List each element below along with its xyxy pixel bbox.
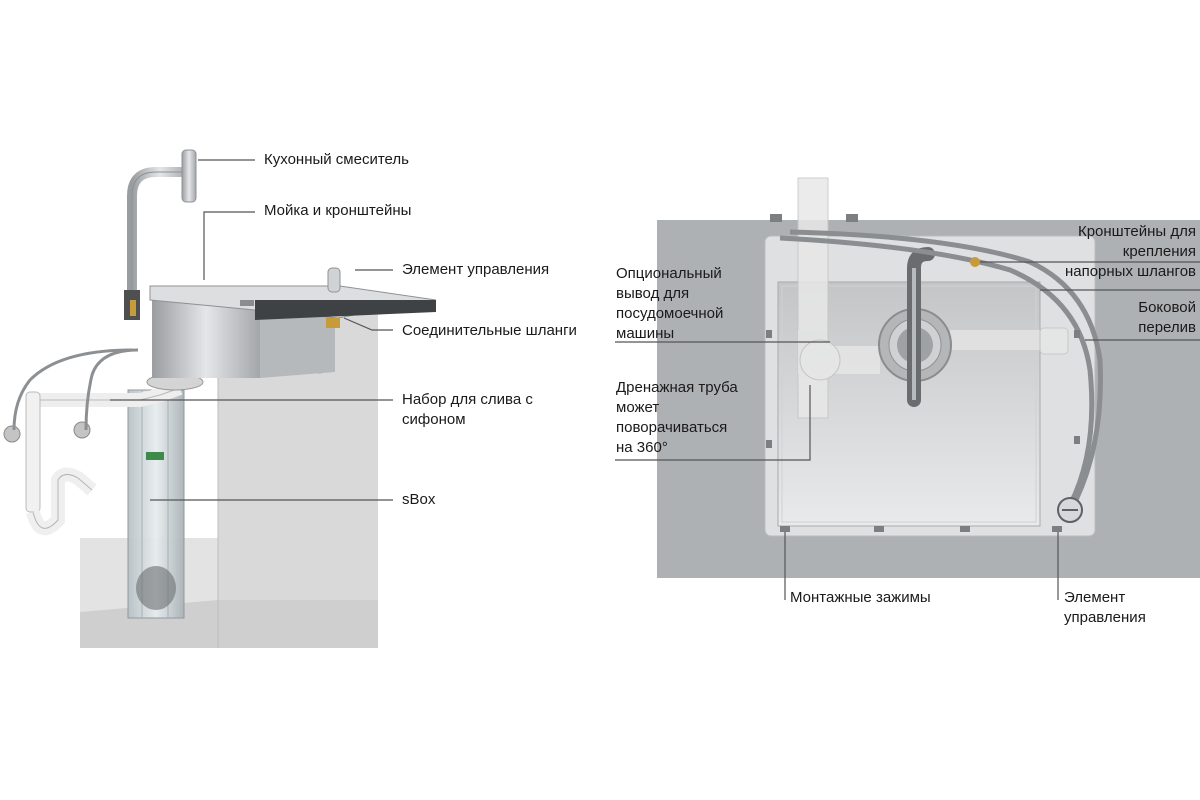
mounting-clamps [766,214,1080,532]
label-dishwasher-line-3: посудомоечной [616,305,724,322]
label-drain-pipe: Дренажная труба может поворачиваться на … [616,378,738,458]
label-control-right-line-1: Элемент [1064,589,1126,606]
faucet [124,149,197,320]
label-drain-kit-line-2: сифоном [402,411,466,428]
label-drain-pipe-line-1: Дренажная труба [616,379,738,396]
braided-hoses [779,229,1103,507]
label-drain-kit: Набор для слива с сифоном [402,390,533,430]
label-dishwasher-line-4: машины [616,325,675,342]
label-drain-kit-line-1: Набор для слива с [402,391,533,408]
label-faucet: Кухонный смеситель [264,151,409,168]
control-element-left [326,267,341,328]
right-leader-lines [615,261,1200,600]
label-dishwasher-outlet: Опциональный вывод для посудомоечной маш… [616,264,723,344]
label-hose-brackets-line-1: Кронштейны для [1077,223,1196,240]
label-hose-brackets: Кронштейны для крепления напорных шланго… [1065,222,1196,282]
label-mounting-clamps: Монтажные зажимы [790,589,931,606]
drain-siphon [3,373,204,536]
label-hose-brackets-line-2: крепления [1122,243,1196,260]
label-drain-pipe-line-4: на 360° [616,439,668,456]
hose-bracket [970,257,980,267]
label-hose-brackets-line-3: напорных шлангов [1064,263,1196,280]
label-dishwasher-line-2: вывод для [616,285,690,302]
label-drain-pipe-line-3: поворачиваться [616,419,728,436]
left-illustration [3,149,437,648]
label-side-overflow: Боковой перелив [1138,298,1196,338]
label-control-right-line-2: управления [1064,609,1146,626]
label-dishwasher-line-1: Опциональный [616,265,722,282]
left-leader-lines [110,159,393,501]
label-control-element-right: Элемент управления [1064,588,1146,628]
label-side-overflow-line-1: Боковой [1138,299,1196,316]
right-illustration [615,177,1200,600]
sbox-unit [127,389,185,619]
label-side-overflow-line-2: перелив [1138,319,1196,336]
label-sink-and-brackets: Мойка и кронштейны [264,202,412,219]
sink-basin [149,285,437,378]
label-connection-hoses: Соединительные шланги [402,322,577,339]
drain-pipes-top [797,177,1069,419]
label-sbox: sBox [402,491,436,508]
label-drain-pipe-line-2: может [616,399,660,416]
label-control-element: Элемент управления [402,261,550,278]
